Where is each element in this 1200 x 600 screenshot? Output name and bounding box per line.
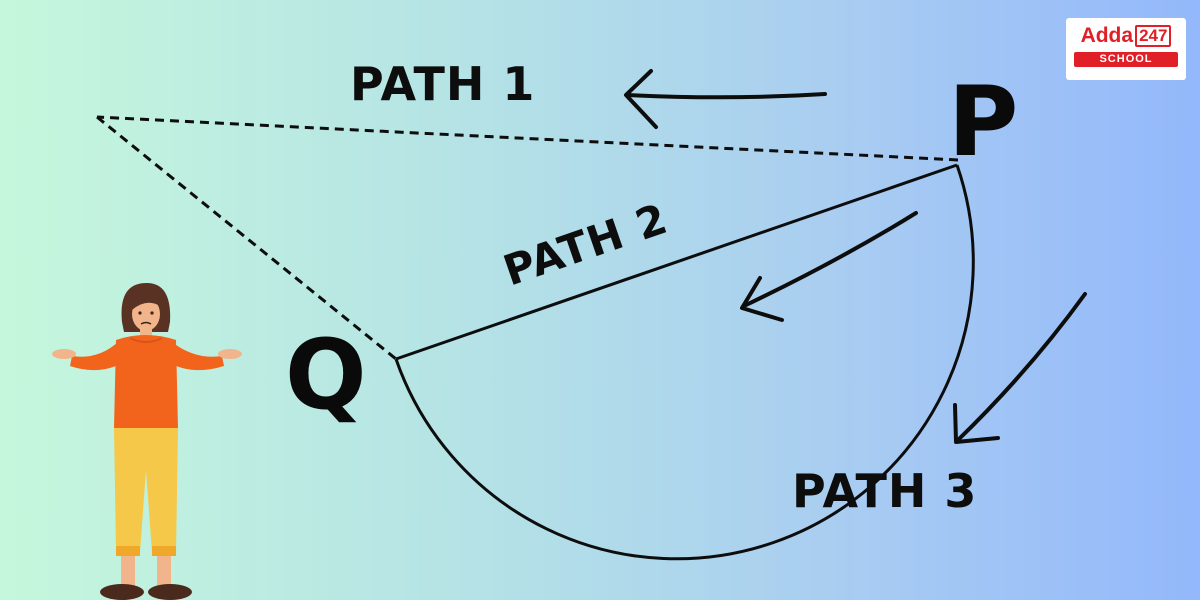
point-q-label: Q	[285, 319, 367, 431]
logo-brand-text: Adda	[1080, 24, 1134, 47]
arrow-path3-icon	[953, 292, 1087, 444]
path1-dashed-line	[96, 115, 959, 361]
arrow-path2-icon	[740, 211, 918, 322]
path3-arc	[394, 164, 975, 561]
logo-brand-number: 247	[1135, 25, 1172, 47]
path3-label: PATH 3	[792, 464, 977, 518]
adda247-school-logo: Adda 247 SCHOOL	[1066, 18, 1186, 80]
logo-brand: Adda 247	[1074, 24, 1178, 48]
point-p-label: P	[948, 66, 1018, 178]
arrow-path1-icon	[624, 69, 827, 129]
path2-label: PATH 2	[497, 194, 674, 296]
confused-person-illustration	[52, 282, 242, 600]
logo-sub-text: SCHOOL	[1074, 52, 1178, 67]
path1-label: PATH 1	[350, 57, 535, 111]
path2-straight-line	[395, 163, 958, 361]
